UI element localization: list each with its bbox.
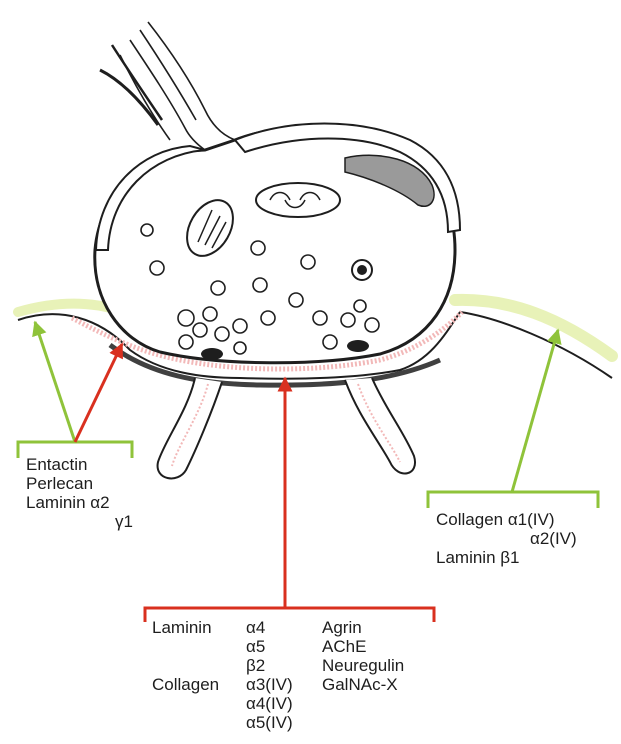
label-neuregulin: Neuregulin	[322, 656, 404, 675]
label-galnac: GalNAc-X	[322, 675, 398, 694]
label-collagen-a1: Collagen α1(IV)	[436, 510, 555, 529]
label-a4-iv: α4(IV)	[246, 694, 293, 713]
dense-core-vesicle	[352, 260, 372, 280]
label-a5-iv: α5(IV)	[246, 713, 293, 732]
label-laminin: Laminin	[152, 618, 212, 637]
label-a5: α5	[246, 637, 265, 656]
label-a2-iv: α2(IV)	[530, 529, 577, 548]
mitochondrion-1	[256, 183, 340, 217]
label-laminin-b1: Laminin β1	[436, 548, 520, 567]
label-a4: α4	[246, 618, 265, 637]
label-agrin: Agrin	[322, 618, 362, 637]
right-green-bracket	[428, 330, 598, 508]
extrasynaptic-lamina-right	[455, 300, 612, 356]
label-collagen: Collagen	[152, 675, 219, 694]
left-green-bracket	[18, 322, 132, 458]
axon	[100, 22, 235, 150]
left-red-arrow	[75, 344, 122, 442]
label-perlecan: Perlecan	[26, 474, 93, 493]
label-entactin: Entactin	[26, 455, 87, 474]
label-ache: AChE	[322, 637, 366, 656]
label-b2: β2	[246, 656, 265, 675]
label-g1: γ1	[115, 512, 133, 531]
label-laminin-a2: Laminin α2	[26, 493, 110, 512]
label-a3-iv: α3(IV)	[246, 675, 293, 694]
